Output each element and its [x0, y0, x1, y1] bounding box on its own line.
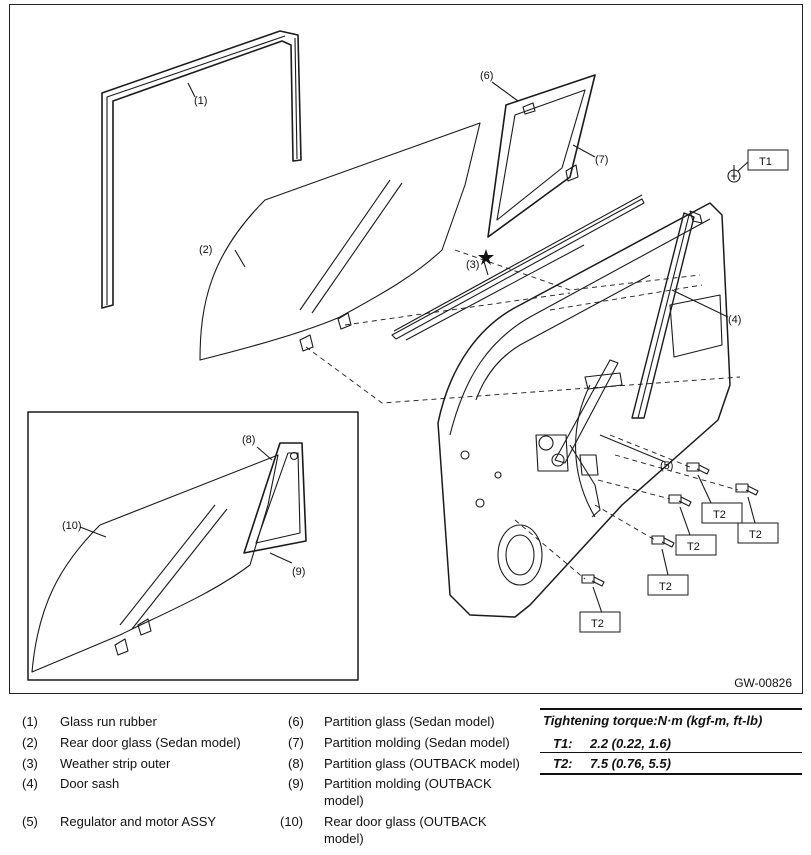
door-sash [631, 165, 741, 419]
legend-item: (7) Partition molding (Sedan model) [288, 735, 510, 750]
torque-top-rule [540, 708, 802, 710]
legend-item: (4) Door sash [22, 776, 120, 791]
rear-door-panel [437, 202, 731, 618]
callout-6: (6) [480, 70, 493, 82]
callout-7: (7) [595, 154, 608, 166]
regulator-motor-assy [535, 359, 623, 518]
legend-item: (9) Partition molding (OUTBACK model) [288, 776, 492, 808]
callout-5: (5) [660, 460, 673, 472]
glass-run-rubber [101, 30, 302, 309]
exploded-diagram: (1) (2) (3) (4) (5) (6) (7) (8) (9) (10)… [9, 4, 803, 694]
callout-9: (9) [292, 566, 305, 578]
legend-item: (6) Partition glass (Sedan model) [288, 714, 495, 729]
torque-row-t1: T1: 2.2 (0.22, 1.6) [553, 736, 671, 751]
legend-item: (10) Rear door glass (OUTBACK model) [280, 814, 487, 846]
callout-8: (8) [242, 434, 255, 446]
legend-item: (5) Regulator and motor ASSY [22, 814, 217, 829]
bolts [581, 462, 759, 587]
legend-item: (1) Glass run rubber [22, 714, 157, 729]
callout-1: (1) [194, 95, 207, 107]
torque-label-t2-b: T2 [749, 529, 762, 541]
torque-label-t1: T1 [759, 156, 772, 168]
torque-label-t2-e: T2 [591, 618, 604, 630]
torque-row-t2: T2: 7.5 (0.76, 5.5) [553, 756, 671, 771]
weather-strip-outer [391, 194, 645, 341]
torque-bottom-rule [540, 773, 802, 775]
partition-glass-sedan [487, 74, 596, 238]
callout-10: (10) [62, 520, 82, 532]
torque-label-t2-d: T2 [659, 581, 672, 593]
outback-inset [27, 411, 359, 681]
legend-item: (3) Weather strip outer [22, 756, 171, 771]
figure-code: GW-00826 [734, 676, 792, 690]
callout-3: (3) [466, 259, 479, 271]
legend-item: (8) Partition glass (OUTBACK model) [288, 756, 520, 771]
torque-title: Tightening torque:N·m (kgf-m, ft-lb) [543, 713, 763, 728]
callout-2: (2) [199, 244, 212, 256]
diagram-drawing: (1) (2) (3) (4) (5) (6) (7) (8) (9) (10)… [27, 30, 789, 681]
torque-label-t2-a: T2 [713, 509, 726, 521]
torque-label-t2-c: T2 [687, 541, 700, 553]
callout-4: (4) [728, 314, 741, 326]
alignment-lines [305, 249, 741, 580]
legend-item: (2) Rear door glass (Sedan model) [22, 735, 241, 750]
rear-door-glass-sedan [199, 122, 481, 361]
torque-row-divider [540, 752, 802, 753]
